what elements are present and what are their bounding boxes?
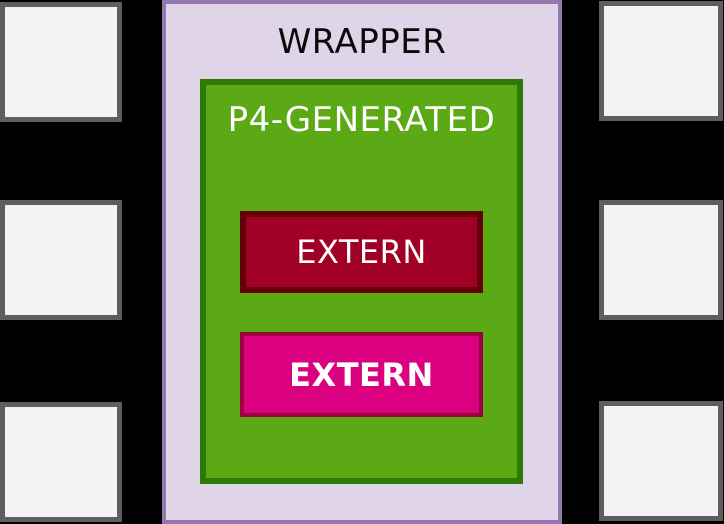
port-square-right-3	[599, 401, 723, 521]
extern-block-1: EXTERN	[240, 211, 483, 293]
extern-block-2: EXTERN	[240, 332, 483, 417]
wrapper-label: WRAPPER	[277, 22, 447, 62]
port-square-right-1	[599, 1, 723, 121]
port-square-left-3	[0, 402, 122, 522]
p4-generated-label: P4-GENERATED	[227, 100, 496, 140]
port-square-left-2	[0, 200, 122, 320]
port-square-right-2	[599, 200, 723, 320]
port-square-left-1	[0, 2, 122, 122]
